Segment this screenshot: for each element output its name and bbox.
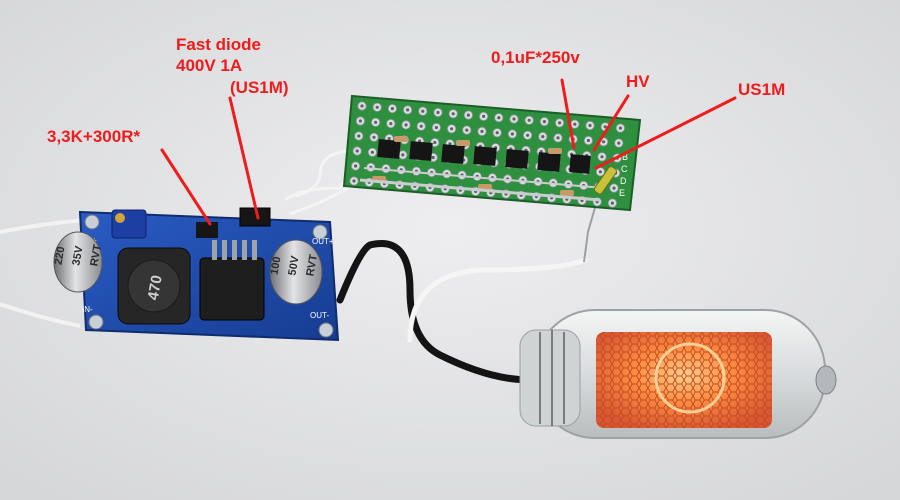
input-wire-minus [0,302,81,328]
perfboard-hole-center [433,140,437,145]
annotation-fast-diode-part: (US1M) [230,78,289,97]
annotation-resistor: 3,3K+300R* [47,127,141,146]
input-wire-plus [0,218,87,234]
perf-row-b: B [622,152,628,162]
perfboard-hole-center [357,134,361,138]
perfboard-hole-center [404,123,408,127]
perfboard-hole-center [465,128,469,132]
arrow-us1m [594,96,737,170]
perfboard-hole-center [354,164,358,168]
arrow-capacitor [560,78,576,150]
annotation-arrows [160,78,737,226]
perfboard-hole-center [406,108,410,112]
annotation-hv: HV [626,72,650,91]
perfboard-hole-center [497,116,501,120]
capacitor-100uf [269,239,323,305]
inductor-code: 470 [145,274,166,302]
perfboard-hole-center [588,123,592,128]
perfboard-hole-center [374,120,378,124]
cap-right-text-2: 50V [286,254,301,276]
regulator-ic [199,257,265,321]
annotation-fast-diode-rating: 400V 1A [176,56,243,75]
perfboard-hole-center [598,170,603,174]
cap-right-text-3: RVT [304,253,320,277]
perfboard-hole-center [495,131,499,135]
cap-right-text-1: 100 [269,256,284,276]
perfboard-hole-center [390,107,394,111]
perfboard-hole-center [526,133,530,137]
perfboard: B C D E [342,94,642,212]
perfboard-hole-center [510,132,514,136]
perfboard-hole-center [448,142,452,146]
black-wire [336,240,534,384]
perfboard-hole-center [370,150,374,154]
resistor-smd [196,222,218,238]
perfboard-hole-center [542,120,547,124]
perfboard-hole-center [431,155,435,160]
perfboard-hole-center [482,114,486,118]
perfboard-hole-center [466,113,470,117]
cap-left-text-1: 220 [53,246,68,266]
perfboard-hole-center [450,127,454,131]
perfboard-hole-center [436,110,440,115]
trimmer-screw [115,213,125,223]
perfboard-hole-center [527,118,531,122]
annotation-fast-diode-title: Fast diode [176,35,262,54]
axial-diode-us1m [593,166,618,195]
perfboard-hole-center [421,109,425,113]
arrow-fast-diode [228,96,260,220]
perfboard-hole-center [419,124,423,128]
perfboard-hole-center [480,129,484,133]
tube-tip [815,365,837,395]
perfboard-hole-center [434,125,438,130]
arrow-hv [592,94,630,152]
nixie-tube [519,309,837,439]
perfboard-hole-center [358,119,362,123]
perfboard-hole-center [360,104,364,108]
tube-mesh [596,332,772,428]
link-wire-loop [295,148,361,198]
annotation-us1m: US1M [738,80,786,99]
perf-row-d: D [620,176,627,186]
perfboard-hole-center [558,121,562,125]
in-minus-label: IN- [82,305,93,314]
converter-board: IN+ IN- OUT+ OUT- 220 35V RVT 470 100 [53,207,340,342]
perfboard-hole-center [401,153,405,157]
arrow-resistor [160,148,212,226]
perfboard-hole-center [600,155,604,159]
perfboard-hole-center [586,138,591,143]
perfboard-hole-center [512,117,516,121]
capacitor-220uf [53,231,103,293]
perfboard-hole-center [603,125,607,129]
annotation-capacitor: 0,1uF*250v [491,48,580,67]
perfboard-hole-center [573,122,577,126]
perfboard-hole-center [389,122,393,126]
perfboard-hole-center [617,141,621,145]
perfboard-hole-center [602,140,606,144]
perfboard-hole-center [355,149,359,153]
out-plus-label: OUT+ [312,237,334,246]
perfboard-hole-center [387,137,391,141]
perfboard-hole-center [352,179,356,183]
perf-row-c: C [621,164,628,174]
perfboard-hole-center [375,105,379,109]
perf-row-e: E [619,188,625,198]
perfboard-hole-center [541,135,545,139]
perfboard-hole-center [612,186,616,190]
perfboard-hole-center [610,201,615,205]
perfboard-hole-center [618,126,623,130]
out-minus-label: OUT- [310,311,329,320]
perfboard-hole-center [556,136,560,140]
tube-base [519,329,581,427]
cap-left-text-3: RVT [88,243,104,267]
perfboard-hole-center [451,112,455,116]
perfboard-hole-center [372,135,376,139]
glowing-digit [654,342,726,414]
white-wire [407,257,588,343]
cap-left-text-2: 35V [70,244,85,266]
